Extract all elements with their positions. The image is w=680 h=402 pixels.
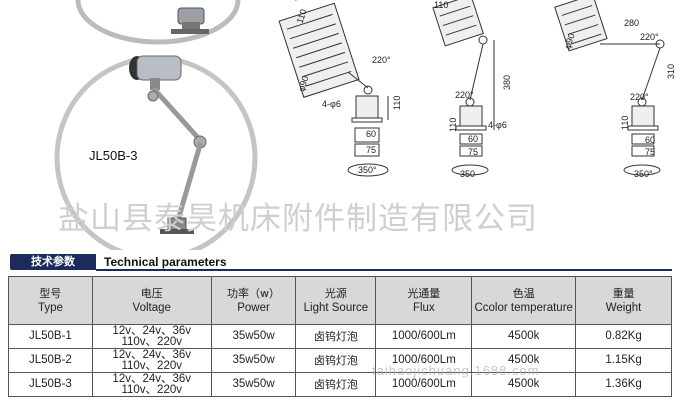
svg-text:60: 60 xyxy=(366,129,376,139)
svg-text:4-φ6: 4-φ6 xyxy=(322,99,341,109)
diagram-2 xyxy=(432,0,495,176)
header-power: 功率（w）Power xyxy=(210,276,297,325)
diagram-3-labels: 280 220° φ90 310 220° 110 60 75 350° xyxy=(562,18,676,179)
svg-text:220°: 220° xyxy=(372,55,391,65)
svg-text:110: 110 xyxy=(392,96,402,110)
svg-text:60: 60 xyxy=(468,134,478,144)
cell-weight: 1.15Kg xyxy=(575,348,672,373)
cell-power: 35w50w xyxy=(210,324,297,349)
svg-text:110: 110 xyxy=(448,118,458,132)
diagram-1 xyxy=(278,0,389,177)
diagram-2-labels: 110 380 220° 4-φ6 110 60 75 350 xyxy=(434,0,512,179)
site-watermark: taihaojichuang.1688.com xyxy=(372,363,540,378)
product-circle-top xyxy=(75,0,241,45)
cell-flux: 1000/600Lm xyxy=(375,348,473,373)
model-label: JL50B-3 xyxy=(89,148,138,163)
svg-text:110: 110 xyxy=(434,0,448,10)
svg-text:220°: 220° xyxy=(640,32,659,42)
cell-type: JL50B-1 xyxy=(8,324,93,349)
cell-temp: 4500k xyxy=(471,372,577,397)
diagram-1-labels: 110 220° φ90 4-φ6 110 60 75 350° xyxy=(295,8,402,175)
section-rule xyxy=(96,269,672,271)
svg-text:220°: 220° xyxy=(630,92,649,102)
cell-source: 卤钨灯泡 xyxy=(295,324,377,349)
section-title: Technical parameters xyxy=(104,255,227,269)
cell-source: 卤钨灯泡 xyxy=(295,372,377,397)
lamp-arm xyxy=(147,87,207,223)
svg-text:350: 350 xyxy=(460,169,475,179)
diagram-3 xyxy=(554,0,665,176)
cell-type: JL50B-2 xyxy=(8,348,93,373)
svg-text:75: 75 xyxy=(468,147,478,157)
section-badge: 技术参数 xyxy=(10,254,96,270)
lamp-head xyxy=(129,55,182,90)
svg-text:350°: 350° xyxy=(358,165,377,175)
product-illustrations: 110 220° φ90 4-φ6 110 60 75 350° 110 380… xyxy=(54,0,676,250)
lamp-base xyxy=(160,217,194,234)
lamp-base-top xyxy=(171,7,209,34)
cell-weight: 0.82Kg xyxy=(575,324,672,349)
svg-text:60: 60 xyxy=(645,135,655,145)
svg-text:110: 110 xyxy=(295,8,309,25)
svg-text:110: 110 xyxy=(620,116,630,130)
svg-text:350°: 350° xyxy=(634,169,653,179)
cell-flux: 1000/600Lm xyxy=(375,324,473,349)
svg-text:4-φ6: 4-φ6 xyxy=(488,120,507,130)
svg-text:220°: 220° xyxy=(455,90,474,100)
svg-text:280: 280 xyxy=(624,18,639,28)
cell-flux: 1000/600Lm xyxy=(375,372,473,397)
svg-text:φ90: φ90 xyxy=(296,75,310,93)
svg-text:75: 75 xyxy=(366,145,376,155)
cell-temp: 4500k xyxy=(471,324,577,349)
cell-weight: 1.36Kg xyxy=(575,372,672,397)
svg-text:75: 75 xyxy=(645,147,655,157)
cell-type: JL50B-3 xyxy=(8,372,93,397)
cell-source: 卤钨灯泡 xyxy=(295,348,377,373)
svg-text:380: 380 xyxy=(502,75,512,90)
company-watermark: 盐山县泰昊机床附件制造有限公司 xyxy=(58,201,538,237)
svg-text:310: 310 xyxy=(666,64,676,79)
svg-text:φ90: φ90 xyxy=(562,32,576,50)
cell-power: 35w50w xyxy=(210,348,297,373)
cell-power: 35w50w xyxy=(210,372,297,397)
